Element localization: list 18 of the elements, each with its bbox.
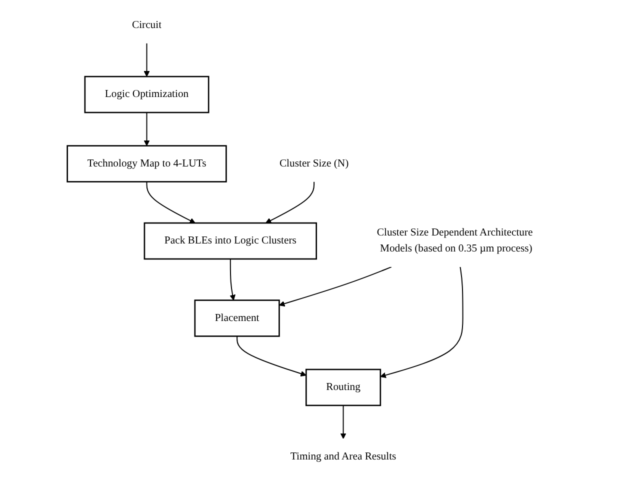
arrow [264, 181, 314, 224]
node-text: Timing and Area Results [290, 450, 396, 462]
arrow [278, 266, 392, 307]
arrow [236, 336, 306, 376]
node-box: Placement [194, 300, 280, 337]
arrow [229, 258, 235, 300]
node-box: Logic Optimization [84, 76, 209, 114]
node-text: Circuit [131, 19, 162, 31]
arrow [143, 112, 150, 146]
node-text: Cluster Size Dependent Architecture Models (based on 0.35 µm process) [376, 227, 532, 254]
node-box: Routing [304, 368, 381, 406]
arrow [143, 42, 150, 77]
node-box: Technology Map to 4-LUTs [66, 145, 226, 182]
arrow [146, 181, 195, 224]
arrow [340, 404, 346, 439]
arrow [380, 266, 463, 378]
node-text: Cluster Size (N) [278, 158, 348, 170]
node-box: Pack BLEs into Logic Clusters [143, 222, 317, 260]
